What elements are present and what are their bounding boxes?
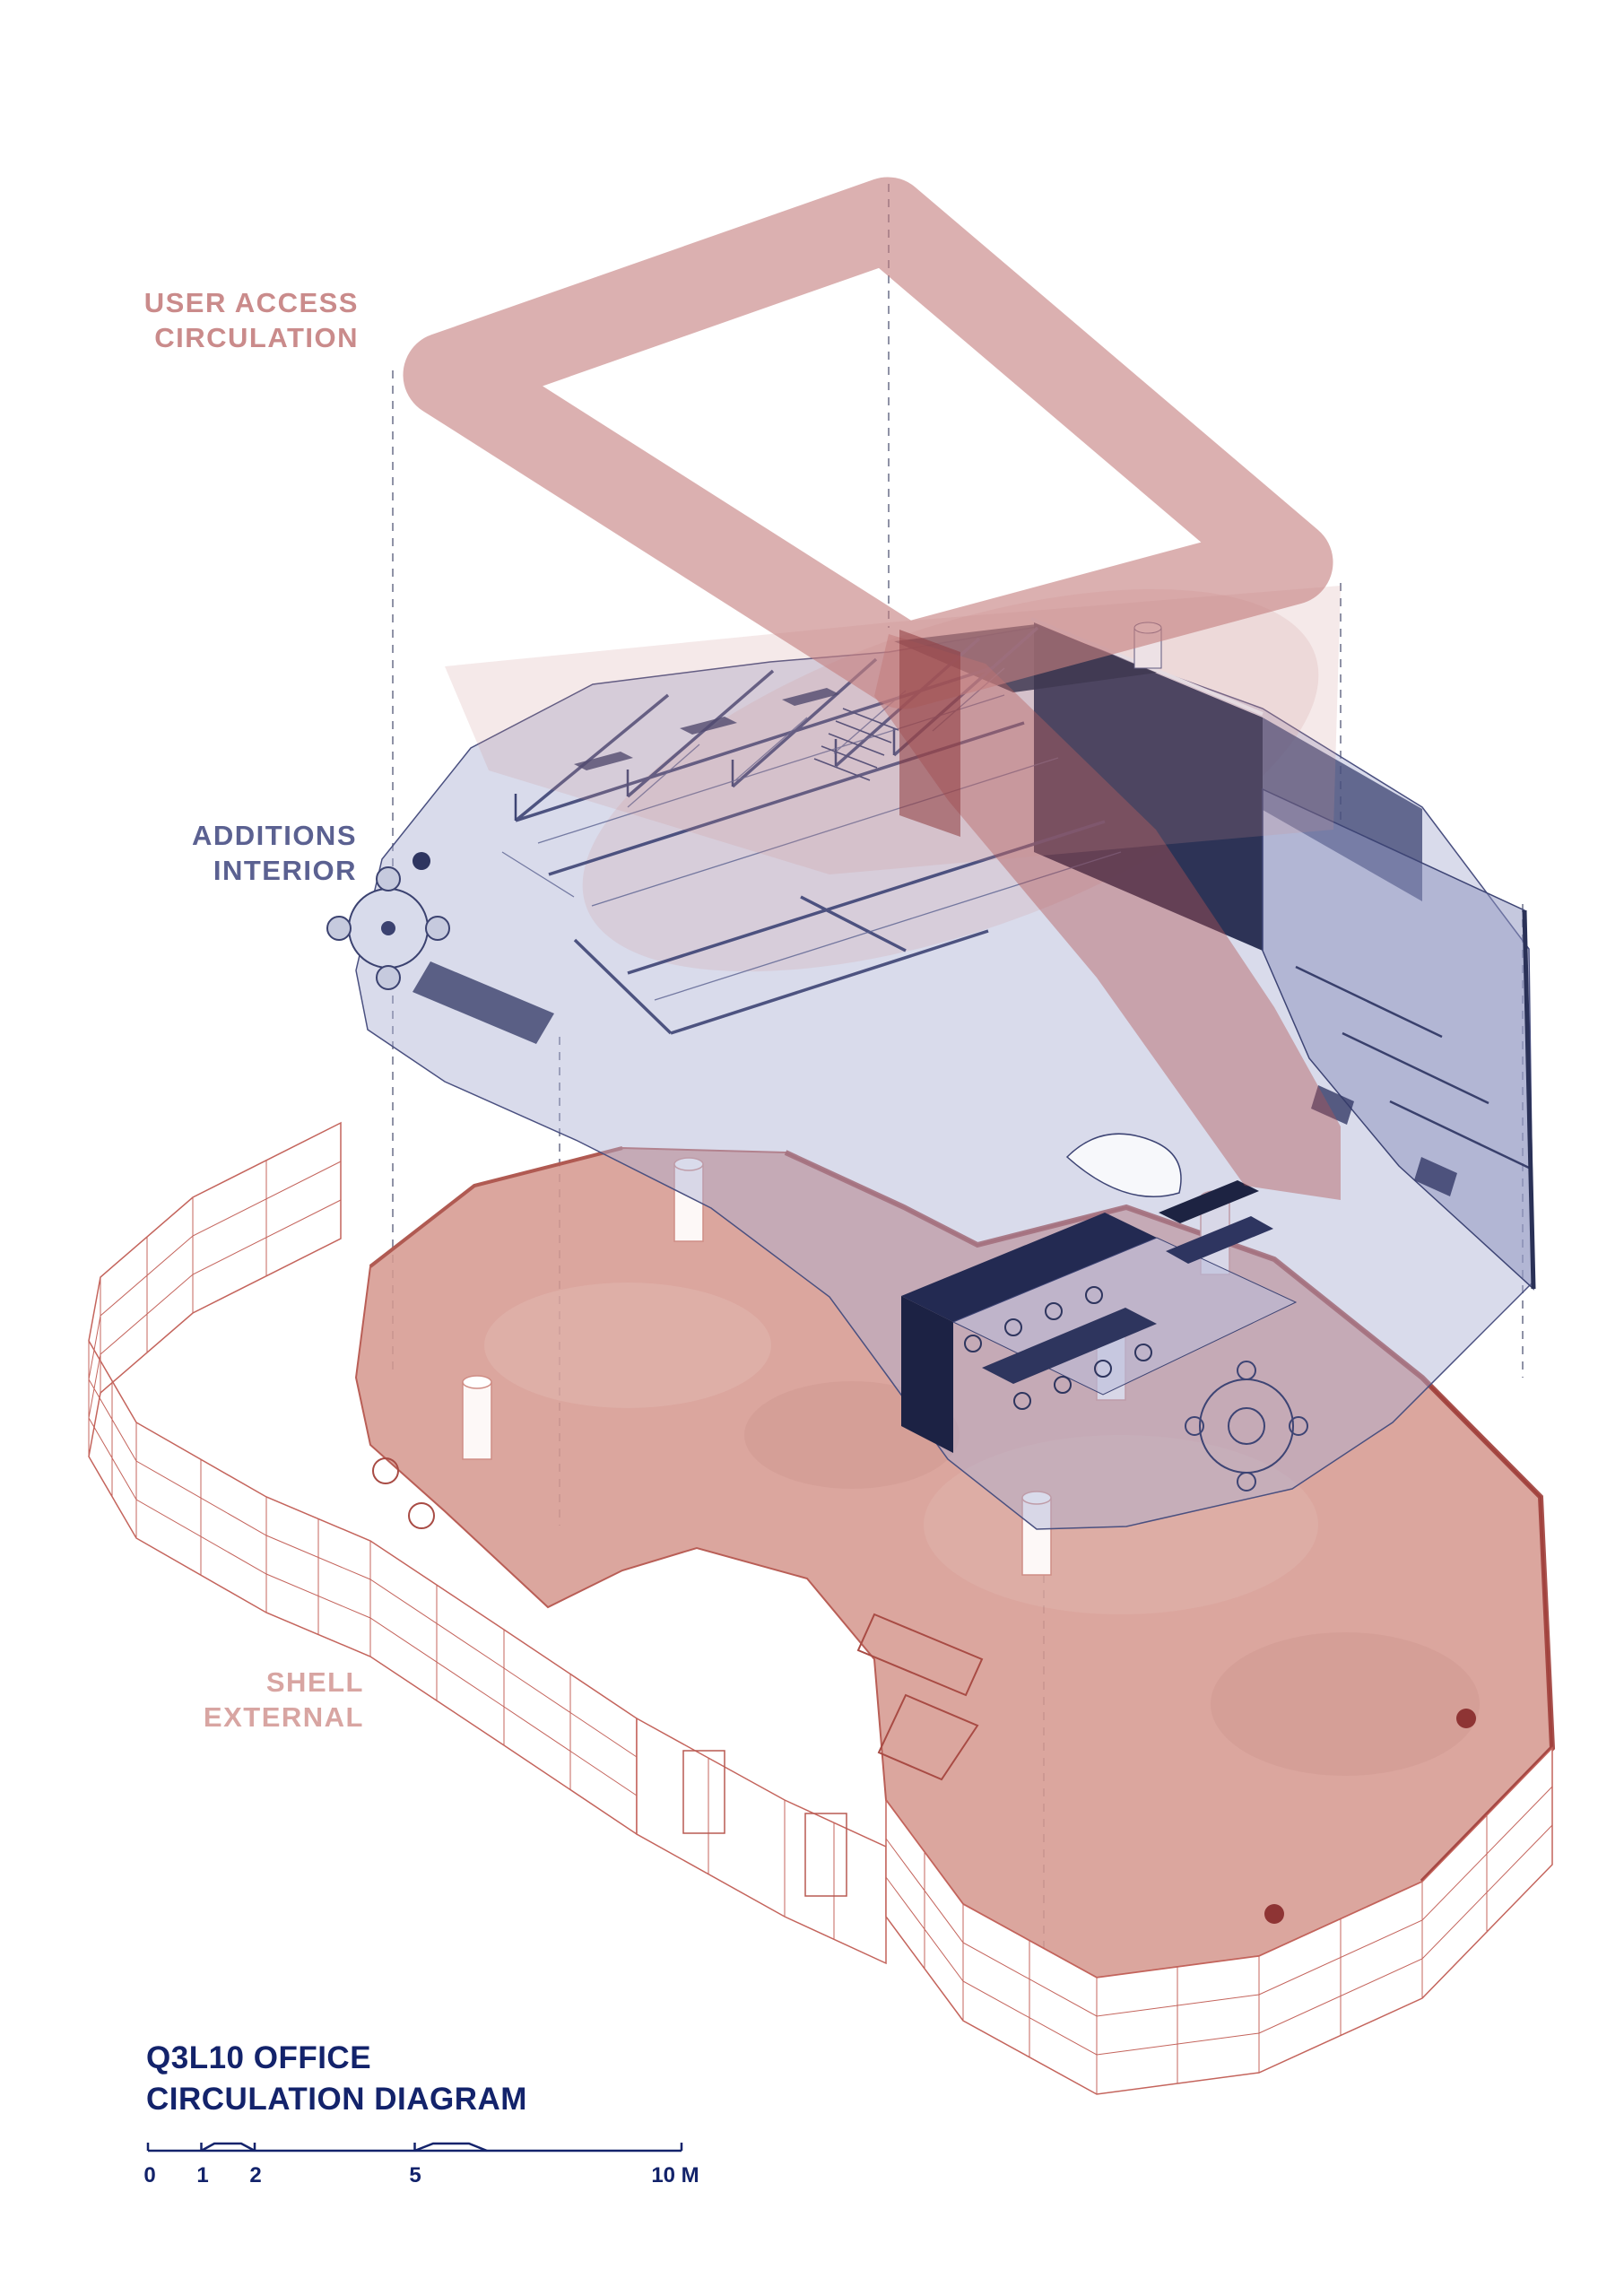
- conference-table: [982, 1308, 1157, 1384]
- shell-core-outlines: [856, 1613, 984, 1781]
- circulation-ribbon-loop: [403, 177, 1333, 709]
- interior-stairs: [813, 708, 899, 781]
- label-line: CIRCULATION: [154, 322, 359, 353]
- interior-dark-wall: [1034, 622, 1263, 951]
- label-line: USER ACCESS: [143, 287, 359, 318]
- label-line: INTERIOR: [213, 855, 357, 886]
- scale-bar-graphic: [146, 2142, 683, 2152]
- scale-tick-0: 0: [143, 2163, 156, 2187]
- title-block: Q3L10 OFFICE CIRCULATION DIAGRAM: [146, 2038, 527, 2120]
- shell-column-cap: [1456, 1709, 1476, 1728]
- scale-tick-2: 2: [249, 2163, 262, 2187]
- shell-external-layer: [88, 1121, 1556, 2095]
- interior-right-rooms: [1262, 787, 1536, 1291]
- circulation-wash: [445, 586, 1341, 874]
- label-line: ADDITIONS: [192, 820, 357, 851]
- label-additions-interior: ADDITIONS INTERIOR: [124, 818, 357, 888]
- shell-bottom-facade: [885, 1746, 1553, 2095]
- scale-tick-5: 5: [409, 2163, 421, 2187]
- scale-tick-10m: 10 M: [651, 2163, 699, 2187]
- user-access-circulation-layer: [403, 177, 1341, 874]
- title-line-1: Q3L10 OFFICE: [146, 2040, 372, 2075]
- interior-round-lounge: [1185, 1361, 1308, 1492]
- interior-kitchen-counter: [413, 961, 554, 1044]
- scale-tick-1: 1: [196, 2163, 209, 2187]
- shell-columns: [462, 1157, 1230, 1576]
- title-line-2: CIRCULATION DIAGRAM: [146, 2082, 527, 2117]
- shell-mid-facade: [636, 1717, 887, 1965]
- label-user-access-circulation: USER ACCESS CIRCULATION: [126, 285, 359, 355]
- label-line: EXTERNAL: [203, 1701, 364, 1733]
- interior-sofa: [1166, 1216, 1273, 1264]
- interior-reception-desk: [1065, 1133, 1182, 1197]
- interior-left-meeting-table: [326, 852, 450, 990]
- shell-column-cap: [1264, 1904, 1284, 1924]
- label-line: SHELL: [265, 1666, 364, 1698]
- scale-bar: 0 1 2 5 10 M: [143, 2138, 738, 2201]
- interior-circulation-swath: [874, 634, 1341, 1200]
- circulation-drop-band: [899, 630, 960, 837]
- interior-conference-room: [901, 1180, 1298, 1453]
- label-shell-external: SHELL EXTERNAL: [131, 1665, 364, 1735]
